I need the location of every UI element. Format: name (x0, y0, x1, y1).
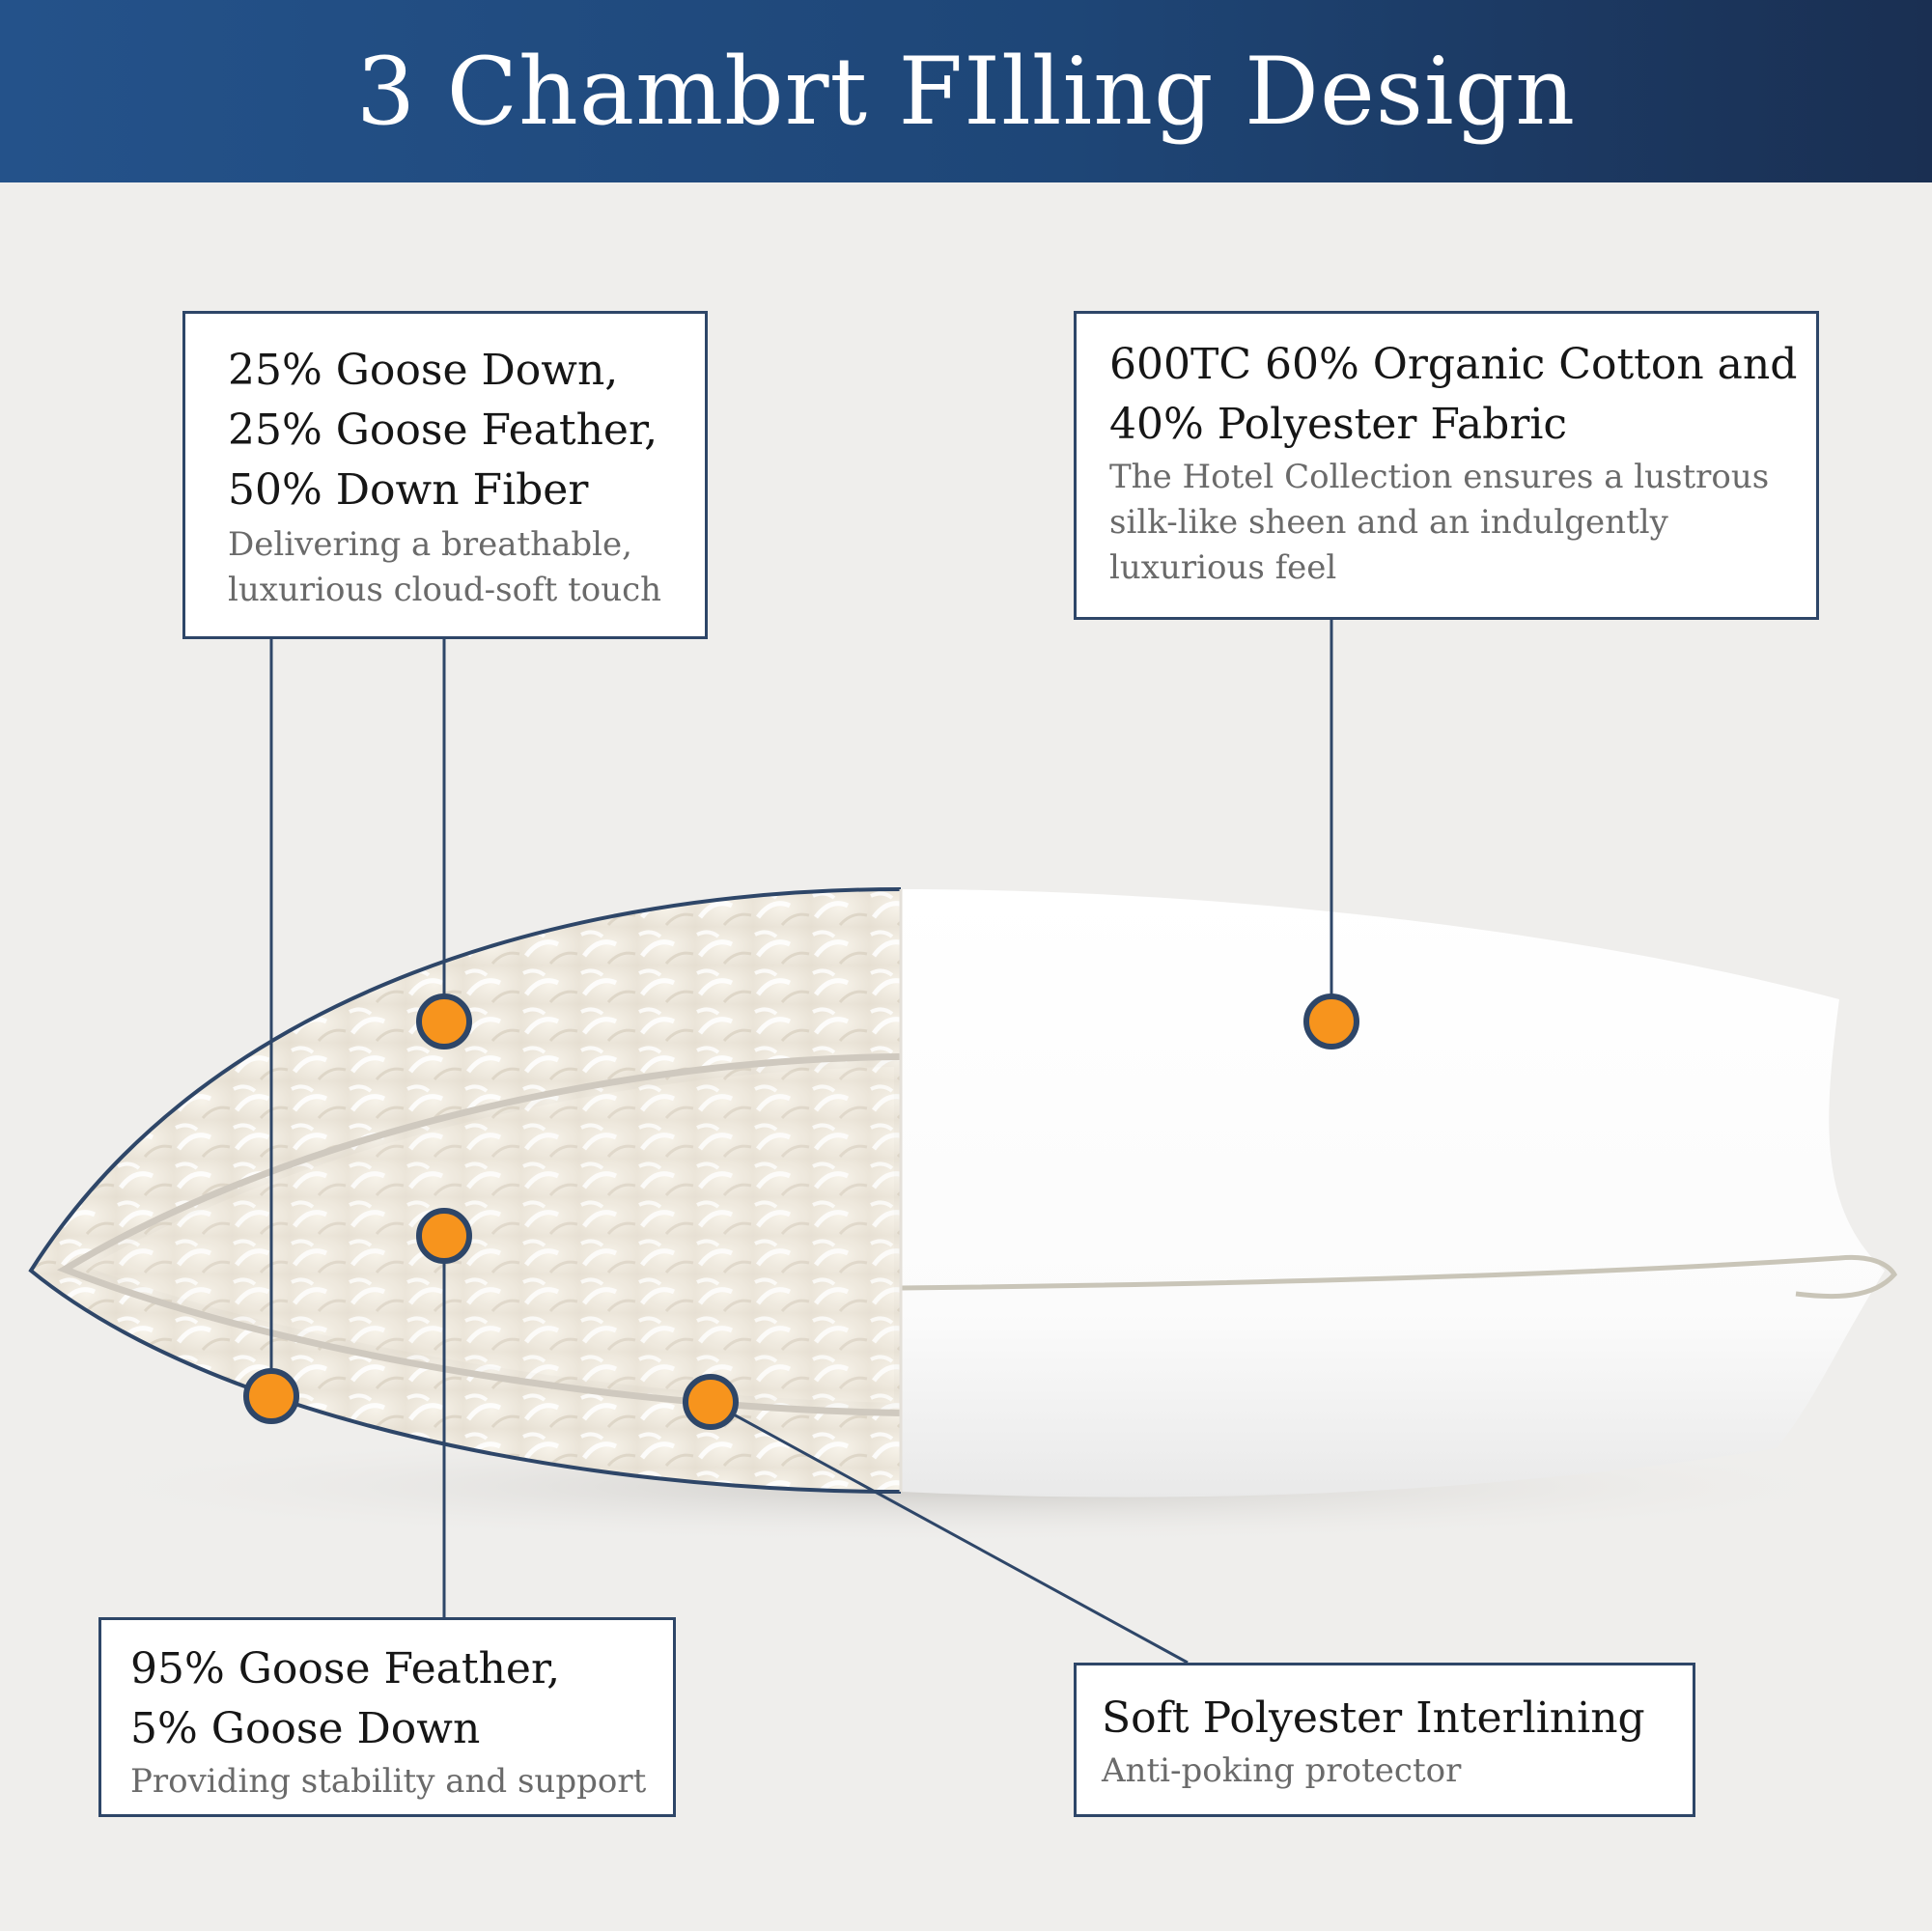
marker-core-fill (416, 1208, 472, 1264)
marker-outer-fill (416, 993, 472, 1049)
callout-interlining-desc-1: Anti-poking protector (1102, 1751, 1462, 1790)
callout-outer-fill-desc-1: Delivering a breathable, (228, 525, 632, 564)
callout-outer-fill-desc-2: luxurious cloud-soft touch (228, 571, 662, 609)
callout-interlining: Soft Polyester Interlining Anti-poking p… (1074, 1663, 1695, 1817)
marker-interlining-right (683, 1374, 739, 1430)
callout-outer-fill-line-1: 25% Goose Down, (228, 346, 619, 395)
marker-dots (243, 993, 1359, 1430)
callout-fabric-desc-1: The Hotel Collection ensures a lustrous (1109, 458, 1770, 496)
piping-seam (900, 1254, 1898, 1300)
callout-fabric-desc-2: silk-like sheen and an indulgently (1109, 503, 1668, 542)
connector-interlining (710, 1400, 1189, 1665)
callout-outer-fill-line-3: 50% Down Fiber (228, 465, 589, 515)
marker-fabric (1303, 993, 1359, 1049)
title-banner: 3 Chambrt FIlling Design (0, 0, 1932, 182)
callout-core-fill: 95% Goose Feather, 5% Goose Down Providi… (98, 1617, 676, 1817)
callout-core-fill-line-1: 95% Goose Feather, (130, 1644, 561, 1693)
callout-core-fill-line-2: 5% Goose Down (130, 1704, 481, 1753)
callout-fabric-desc-3: luxurious feel (1109, 548, 1337, 587)
callout-outer-fill: 25% Goose Down, 25% Goose Feather, 50% D… (182, 311, 708, 639)
callout-outer-fill-line-2: 25% Goose Feather, (228, 406, 658, 455)
page-title: 3 Chambrt FIlling Design (355, 37, 1577, 146)
callout-interlining-line-1: Soft Polyester Interlining (1102, 1693, 1645, 1743)
callout-fabric-line-2: 40% Polyester Fabric (1109, 400, 1568, 449)
callout-fabric-line-1: 600TC 60% Organic Cotton and (1109, 340, 1798, 389)
pillow-cover (901, 889, 1885, 1497)
callout-core-fill-desc-1: Providing stability and support (130, 1762, 647, 1801)
marker-interlining-left (243, 1368, 299, 1424)
callout-fabric: 600TC 60% Organic Cotton and 40% Polyest… (1074, 311, 1819, 620)
cutaway-outline (28, 887, 902, 1494)
